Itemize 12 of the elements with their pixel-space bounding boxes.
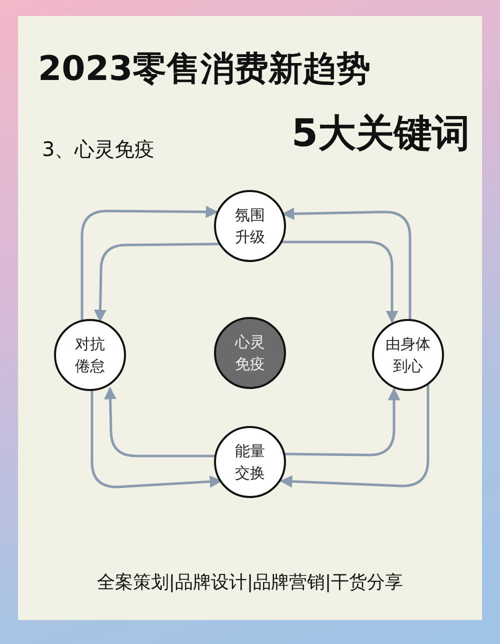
arrow — [284, 388, 400, 456]
arrow — [104, 386, 215, 458]
arrow — [80, 206, 218, 320]
subtitle: 5大关键词 — [292, 110, 470, 157]
title: 2023零售消费新趋势 — [38, 48, 371, 91]
arrow — [281, 240, 398, 324]
footer-text: 全案策划|品牌设计|品牌营销|干货分享 — [96, 571, 404, 594]
section-heading: 3、心灵免疫 — [42, 136, 155, 163]
arrow — [280, 384, 430, 488]
arrow — [282, 208, 412, 320]
arrow — [90, 390, 222, 488]
arrow — [94, 242, 220, 322]
